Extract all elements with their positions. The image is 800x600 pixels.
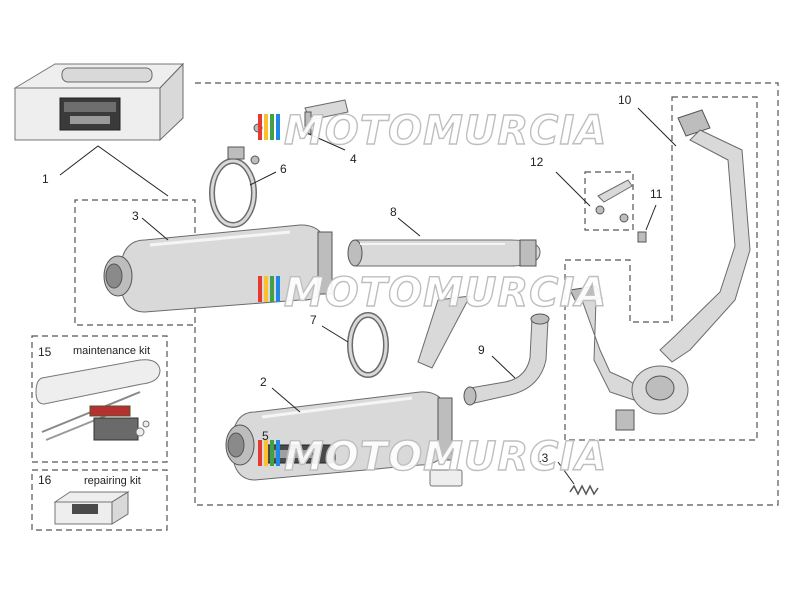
watermark-middle: MOTOMURCIA [258,269,607,317]
main-assembly-frame [74,82,779,506]
leader-4 [299,129,346,151]
repairing-kit-box [53,491,130,525]
watermark-text-bottom: MOTOMURCIA [284,434,607,480]
callout-4: 4 [350,152,357,166]
watermark-text-top: MOTOMURCIA [284,108,607,154]
repairing-kit-label: repairing kit [84,475,141,487]
leader-13 [557,461,575,485]
leader-12 [555,171,591,207]
part-11-plug [637,231,647,243]
repairing-kit-frame [31,469,168,531]
leader-9 [491,355,516,379]
callout-12: 12 [530,155,544,169]
part-6-clamp [209,146,260,228]
leader-7 [321,325,349,343]
callout-2: 2 [260,375,267,389]
part-9-bend-pipe [463,313,550,406]
leader-10 [637,107,677,147]
callout-9: 9 [478,343,485,357]
callout-8: 8 [390,205,397,219]
callout-16: 16 [38,473,52,487]
maintenance-kit-contents [35,359,161,441]
watermark-top: MOTOMURCIA [258,107,607,155]
maintenance-kit-label: maintenance kit [73,345,150,357]
leader-1 [59,145,169,197]
header-pipe-frame [564,96,758,441]
part-12-bracket [595,179,633,223]
callout-1: 1 [42,172,49,186]
callout-6: 6 [280,162,287,176]
callout-10: 10 [618,93,632,107]
part-8-link-pipe [347,239,541,267]
callout-11: 11 [650,187,663,201]
watermark-text-middle: MOTOMURCIA [284,270,607,316]
part-1-kit-box [13,62,185,142]
part-10-header-pipes [569,109,751,431]
callout-5: 5 [262,429,269,443]
callout-7: 7 [310,313,317,327]
callout-15: 15 [38,345,52,359]
leader-11 [645,204,657,231]
leader-3 [141,217,169,241]
part-7-clamp [347,312,389,378]
heat-shield [417,295,471,369]
leader-2 [271,387,301,413]
watermark-bottom: MOTOMURCIA [258,433,607,481]
callout-13: 13 [535,451,549,465]
callout-3: 3 [132,209,139,223]
part-13-spring [569,484,599,496]
leader-6 [249,171,277,186]
leader-8 [397,217,421,237]
